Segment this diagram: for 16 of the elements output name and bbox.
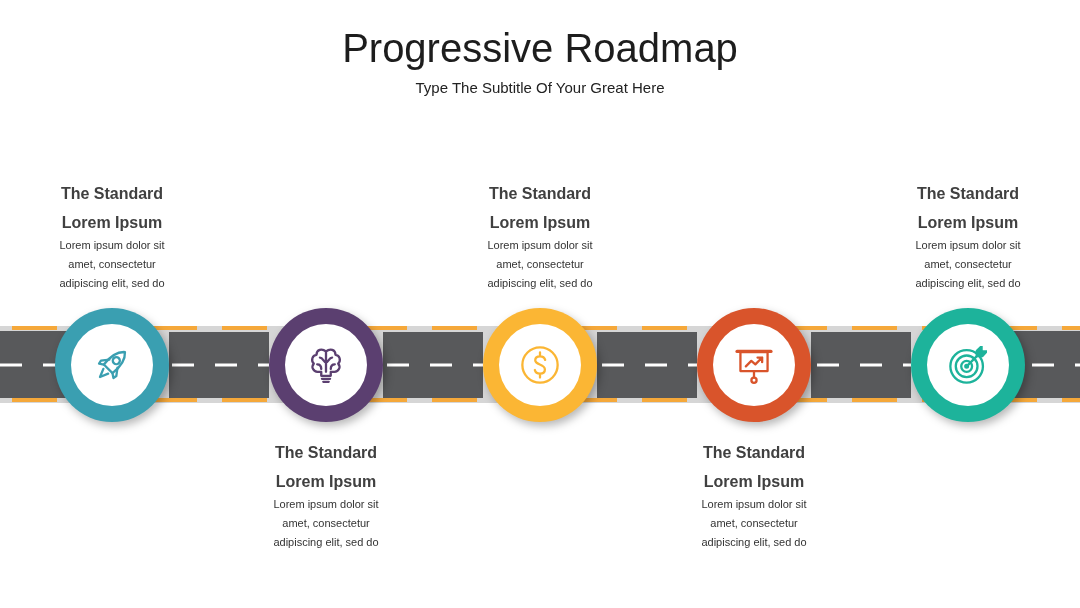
subtitle: Type The Subtitle Of Your Great Here — [415, 79, 665, 97]
milestone-heading: The Standard Lorem Ipsum — [701, 443, 807, 492]
road-connector — [383, 332, 483, 398]
road-connector — [811, 332, 911, 398]
milestone-description: Lorem ipsum dolor sit amet, consectetur adipiscing elit, sed do — [914, 238, 1022, 291]
title: Progressive Roadmap — [342, 26, 738, 70]
milestone-description: Lorem ipsum dolor sit amet, consectetur adipiscing elit, sed do — [58, 238, 166, 291]
road-connector — [597, 332, 697, 398]
milestone-heading: The Standard Lorem Ipsum — [59, 184, 165, 233]
milestone-heading: The Standard Lorem Ipsum — [273, 443, 379, 492]
milestone-description: Lorem ipsum dolor sit amet, consectetur adipiscing elit, sed do — [486, 238, 594, 291]
milestone-heading: The Standard Lorem Ipsum — [487, 184, 593, 233]
milestone-description: Lorem ipsum dolor sit amet, consectetur adipiscing elit, sed do — [272, 497, 380, 550]
milestone-description: Lorem ipsum dolor sit amet, consectetur adipiscing elit, sed do — [700, 497, 808, 550]
road-connector — [169, 332, 269, 398]
milestone-heading: The Standard Lorem Ipsum — [915, 184, 1021, 233]
